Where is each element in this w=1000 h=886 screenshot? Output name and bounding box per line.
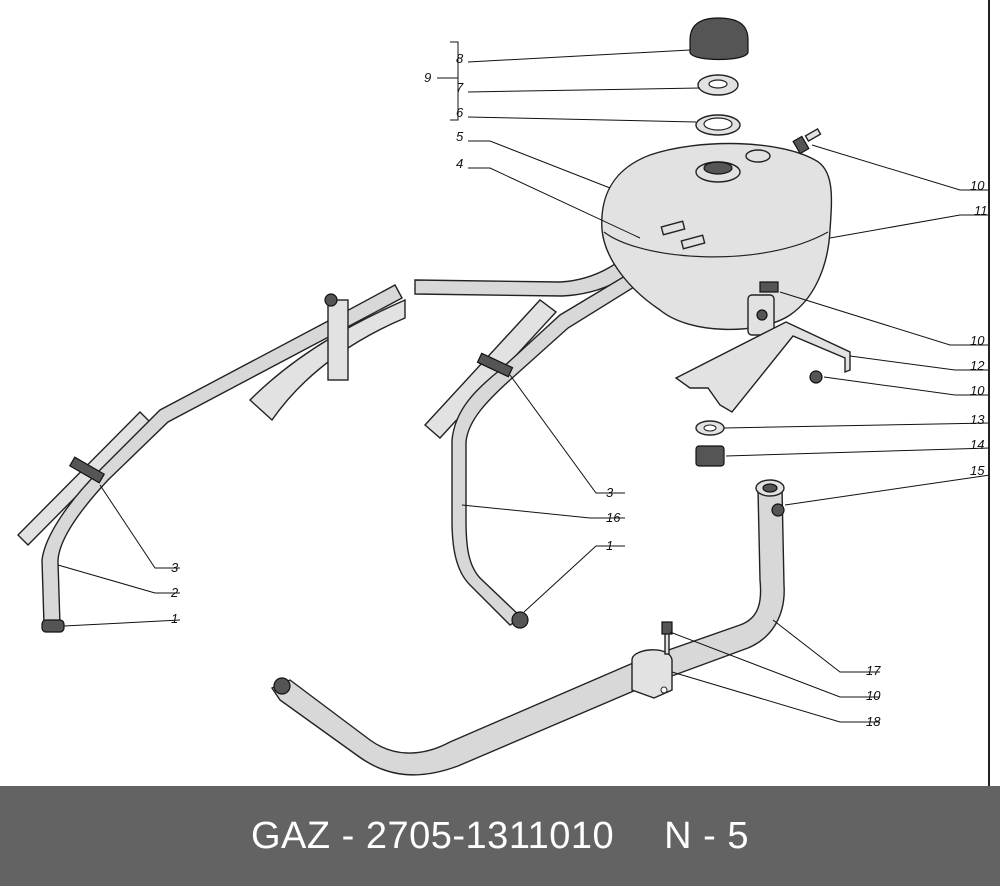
leader-10b [779,291,990,346]
leader-14 [725,447,991,457]
leader-13 [723,422,991,429]
leader-4 [468,167,641,239]
seal-ring-6-hole-icon [703,117,733,131]
callout-7: 7 [456,80,464,95]
pipe-17-clamp-icon [273,677,291,695]
callout-4: 4 [456,156,463,171]
footer-caption: GAZ - 2705-1311010 N - 5 [0,786,1000,886]
left-support-rod-icon [17,411,151,546]
tank-seam-line-icon [603,231,829,258]
leader-3a [99,484,180,569]
leader-17 [772,619,880,673]
clamp-15-icon [771,503,785,517]
bracket-12-plate-icon [674,321,851,413]
callout-18: 18 [866,714,881,729]
callout-11: 11 [974,203,988,218]
leader-6 [467,116,697,123]
exploded-view-drawing: 8 7 6 9 5 4 10 11 10 12 10 13 14 15 17 1… [17,17,991,776]
leader-7 [467,87,701,93]
gasket-7-hole-icon [708,79,728,89]
callout-10b: 10 [970,333,985,348]
leader-10d [669,631,880,698]
leader-2 [57,564,180,594]
tank-boss-icon [745,149,771,163]
leader-3b [509,374,625,494]
leader-1a [63,619,181,627]
nut-14-icon [695,445,725,467]
callout-10d: 10 [866,688,881,703]
leader-11 [829,214,990,239]
footer-page-label: N - 5 [664,814,750,857]
callout-13: 13 [970,412,985,427]
callout-labels: 8 7 6 9 5 4 10 11 10 12 10 13 14 15 17 1… [170,51,988,729]
callout-9: 9 [424,70,431,85]
middle-hose-assembly-icon [414,242,670,629]
washer-13-hole-icon [703,424,717,432]
clamp-3-left-icon [68,456,106,484]
callout-2: 2 [170,585,179,600]
callout-5: 5 [456,129,464,144]
leader-12 [849,355,990,371]
leader-16 [461,504,625,519]
callout-3a: 3 [171,560,179,575]
expansion-tank-icon [601,142,833,336]
callout-1a: 1 [171,611,178,626]
filler-cap-icon [689,17,749,136]
callout-6: 6 [456,105,464,120]
callout-12: 12 [970,358,985,373]
tank-stud-1-icon [660,220,686,236]
left-strap-bolt-icon [324,293,338,307]
callout-8: 8 [456,51,464,66]
left-strap-bracket-icon [327,299,349,381]
bracket-18-icon [631,649,673,699]
bracket-18-hole-icon [660,686,668,694]
bolt-top-shank-icon [804,127,822,143]
diagram-right-border [988,0,990,786]
tank-bracket-12-icon [674,321,851,467]
leader-18 [671,671,880,723]
callout-10c: 10 [970,383,985,398]
footer-bar: GAZ - 2705-1311010 N - 5 [0,786,1000,886]
clamp-1-left-icon [41,619,65,633]
footer-part-number: 2705-1311010 [365,814,615,857]
leader-10c [823,376,990,396]
bolt-10-bracket-icon [809,370,823,384]
tank-mount-hole-icon [756,309,768,321]
clamp-3-middle-icon [476,352,514,378]
callout-1b: 1 [606,538,613,553]
hose-16-icon [451,254,670,626]
hose-2-icon [41,284,403,626]
pipe-17-bore-icon [762,483,778,493]
footer-separator: - [341,814,355,857]
cap-8-icon [689,17,749,61]
callout-17: 17 [866,663,881,678]
callout-3b: 3 [606,485,614,500]
tank-stud-2-icon [680,234,706,250]
leader-10a [811,144,990,191]
parts-diagram: 8 7 6 9 5 4 10 11 10 12 10 13 14 15 17 1… [17,17,991,776]
tank-neck-opening-icon [703,161,733,175]
pipe-17-body-icon [270,487,785,776]
callout-14: 14 [970,437,984,452]
bolt-10-top-icon [792,127,822,155]
leader-1b [523,545,625,613]
leader-8 [467,49,691,63]
callout-10a: 10 [970,178,985,193]
leader-15 [784,474,991,506]
footer-brand: GAZ [250,814,331,857]
left-hose-assembly-icon [17,284,406,633]
tank-bolt-10-icon [759,281,779,293]
bolt-top-head-icon [792,135,810,155]
leader-5 [468,140,611,189]
bracket-9-line [450,41,459,121]
callout-16: 16 [606,510,621,525]
leader-lines [57,41,991,723]
bolt-10-lower-shank-icon [664,633,670,655]
clamp-1-middle-icon [511,611,529,629]
callout-15: 15 [970,463,985,478]
lower-pipe-17-icon [270,479,785,776]
